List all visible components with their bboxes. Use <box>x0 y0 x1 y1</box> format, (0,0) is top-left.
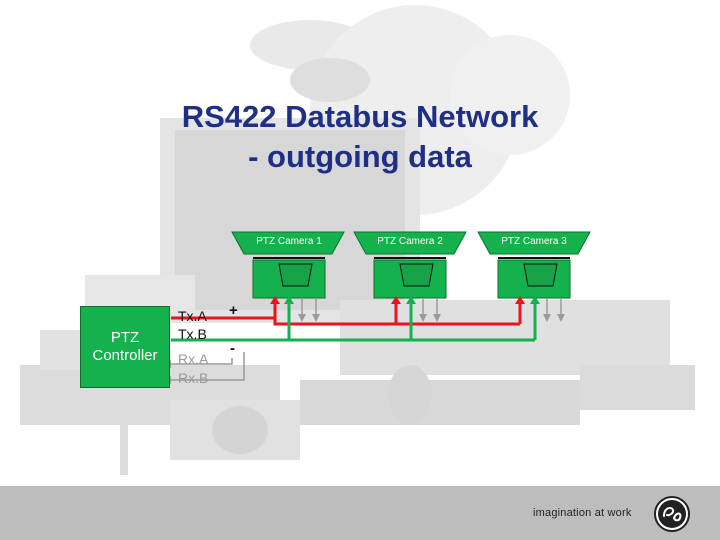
bus-minus-sign: - <box>230 340 235 357</box>
camera-3-label: PTZ Camera 3 <box>501 236 567 247</box>
bus-plus-sign: + <box>229 302 238 319</box>
camera-2-label: PTZ Camera 2 <box>377 236 443 247</box>
controller-label-line-1: PTZ <box>110 329 140 346</box>
pin-tx-b: Tx.B <box>178 326 207 342</box>
camera-3-header <box>477 231 591 255</box>
camera-2-header <box>353 231 467 255</box>
camera-1-label: PTZ Camera 1 <box>256 236 322 247</box>
pin-rx-a: Rx.A <box>178 351 209 367</box>
pin-rx-b: Rx.B <box>178 370 209 386</box>
tagline: imagination at work <box>533 507 632 519</box>
slide-title-line-2: - outgoing data <box>248 139 472 174</box>
slide-title-line-1: RS422 Databus Network <box>181 99 539 134</box>
footer-bar <box>0 486 720 540</box>
controller-label-line-2: Controller <box>92 347 158 364</box>
camera-1-header <box>231 231 345 255</box>
bus-plus-line <box>171 316 520 326</box>
pin-tx-a: Tx.A <box>178 308 207 324</box>
ge-monogram-icon <box>654 496 690 532</box>
ptz-controller-box: PTZ Controller <box>80 306 170 388</box>
